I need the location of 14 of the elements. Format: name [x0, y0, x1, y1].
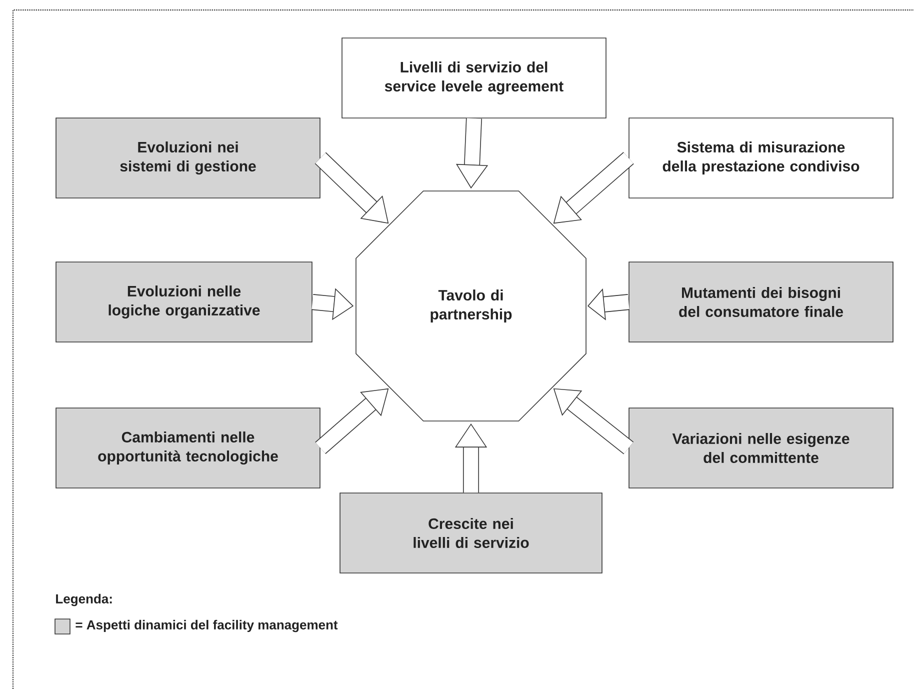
- octagon-node: Tavolo di partnership: [356, 190, 586, 422]
- block-arrow: [315, 388, 389, 454]
- factor-box: Cambiamenti nelle opportunità tecnologiche: [56, 408, 320, 488]
- factor-box: Mutamenti dei bisogni del consumatore finale: [628, 262, 894, 342]
- factor-box: Evoluzioni nei sistemi di gestione: [56, 118, 320, 198]
- factor-box: Evoluzioni nelle logiche organizzative: [56, 262, 312, 342]
- legend-text: = Aspetti dinamici del facility management: [76, 620, 338, 632]
- legend-heading: Legenda:: [56, 594, 112, 606]
- factor-box: Variazioni nelle esigenze del committente: [628, 408, 894, 488]
- block-arrow: [553, 152, 634, 224]
- factor-box: Sistema di misurazione della prestazione condiviso: [628, 118, 894, 198]
- block-arrow: [314, 152, 389, 224]
- factor-box: Livelli di servizio del service levele agreement: [342, 38, 606, 118]
- factor-box: Crescite nei livelli di servizio: [340, 492, 602, 574]
